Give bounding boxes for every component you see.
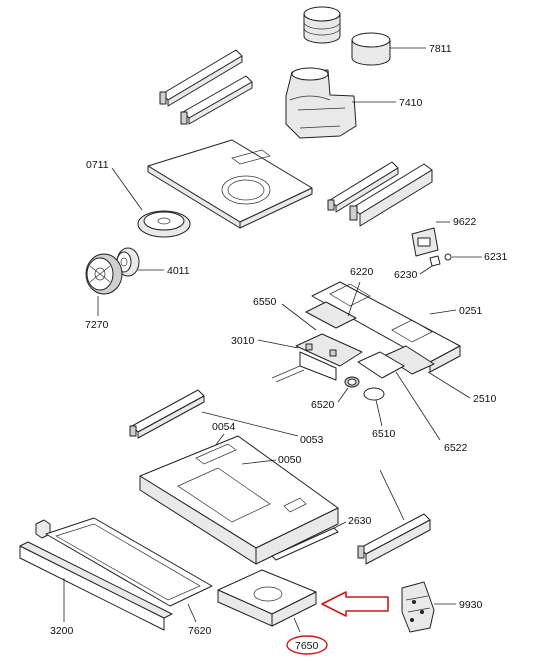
part-6520-lamp-socket [344,376,360,388]
part-7620-filter-frame [45,517,213,607]
label-9930: 9930 [459,599,483,611]
part-6550-lamp-bracket [305,301,357,329]
leader-6230 [419,265,433,275]
part-9622-bracket [411,227,439,257]
highlight-arrow [321,591,389,617]
part-3200-front-trim [19,541,173,631]
label-6230: 6230 [394,269,418,281]
leader-6510 [375,399,383,427]
leader-0053-b [379,469,405,521]
part-6522-lamp-cover [357,351,405,379]
label-0251: 0251 [459,305,483,317]
label-2630: 2630 [348,515,372,527]
label-4011: 4011 [167,265,190,277]
leader-7620 [187,603,197,623]
leader-7650 [293,617,301,633]
part-4011-motor [116,247,140,277]
label-7410: 7410 [399,97,423,109]
part-7650-grease-tray [217,569,317,627]
label-7620: 7620 [188,625,212,637]
label-7270: 7270 [85,319,109,331]
label-3010: 3010 [231,335,255,347]
highlight-circle-7650 [286,635,328,655]
label-0711: 0711 [86,159,109,171]
part-2630-guide-rail [271,527,339,561]
label-2510: 2510 [473,393,497,405]
label-6522: 6522 [444,442,468,454]
part-upper-rail-left-b [180,75,253,125]
leader-6220 [347,281,361,317]
label-9622: 9622 [453,216,477,228]
leader-0050 [241,459,277,465]
part-3010-switch-module [271,333,363,383]
leader-0053 [201,411,299,437]
leader-6550 [281,303,317,331]
part-0054-side-rail [129,389,205,439]
part-upper-rail-right-b [349,163,433,227]
label-0054: 0054 [212,421,236,433]
part-hood-top-plate [147,139,313,229]
part-6230-clip [429,255,441,267]
label-6220: 6220 [350,266,374,278]
part-upper-rail-left-a [159,49,243,107]
leader-6522 [395,371,441,441]
leader-2630 [333,521,347,529]
part-7270-fan-wheel [85,253,123,295]
label-6510: 6510 [372,428,396,440]
part-2510-lens [383,345,435,375]
part-duct-collar-top [303,6,341,44]
part-6231-screw [444,253,452,261]
part-0251-light-rail [311,281,461,373]
label-6550: 6550 [253,296,277,308]
leader-3010 [257,339,299,349]
leader-0711 [111,167,143,211]
part-7811-ring [351,32,391,66]
part-upper-rail-right-a [327,161,399,213]
leader-2510 [427,371,471,399]
label-6231: 6231 [484,251,508,263]
part-0711-fan-ring [137,210,191,238]
label-0050: 0050 [278,454,302,466]
part-7410-blower-housing [285,67,357,139]
part-right-bracket-0053 [357,513,431,565]
leader-0251 [429,309,457,315]
label-7650: 7650 [295,640,319,652]
label-3200: 3200 [50,625,74,637]
part-0050-bottom-chassis [139,435,339,565]
part-9930-hardware-kit [401,581,435,633]
leader-6520 [337,387,349,403]
label-6520: 6520 [311,399,335,411]
part-6510-lamp [363,387,385,401]
label-0053: 0053 [300,434,324,446]
label-7811: 7811 [429,43,452,55]
